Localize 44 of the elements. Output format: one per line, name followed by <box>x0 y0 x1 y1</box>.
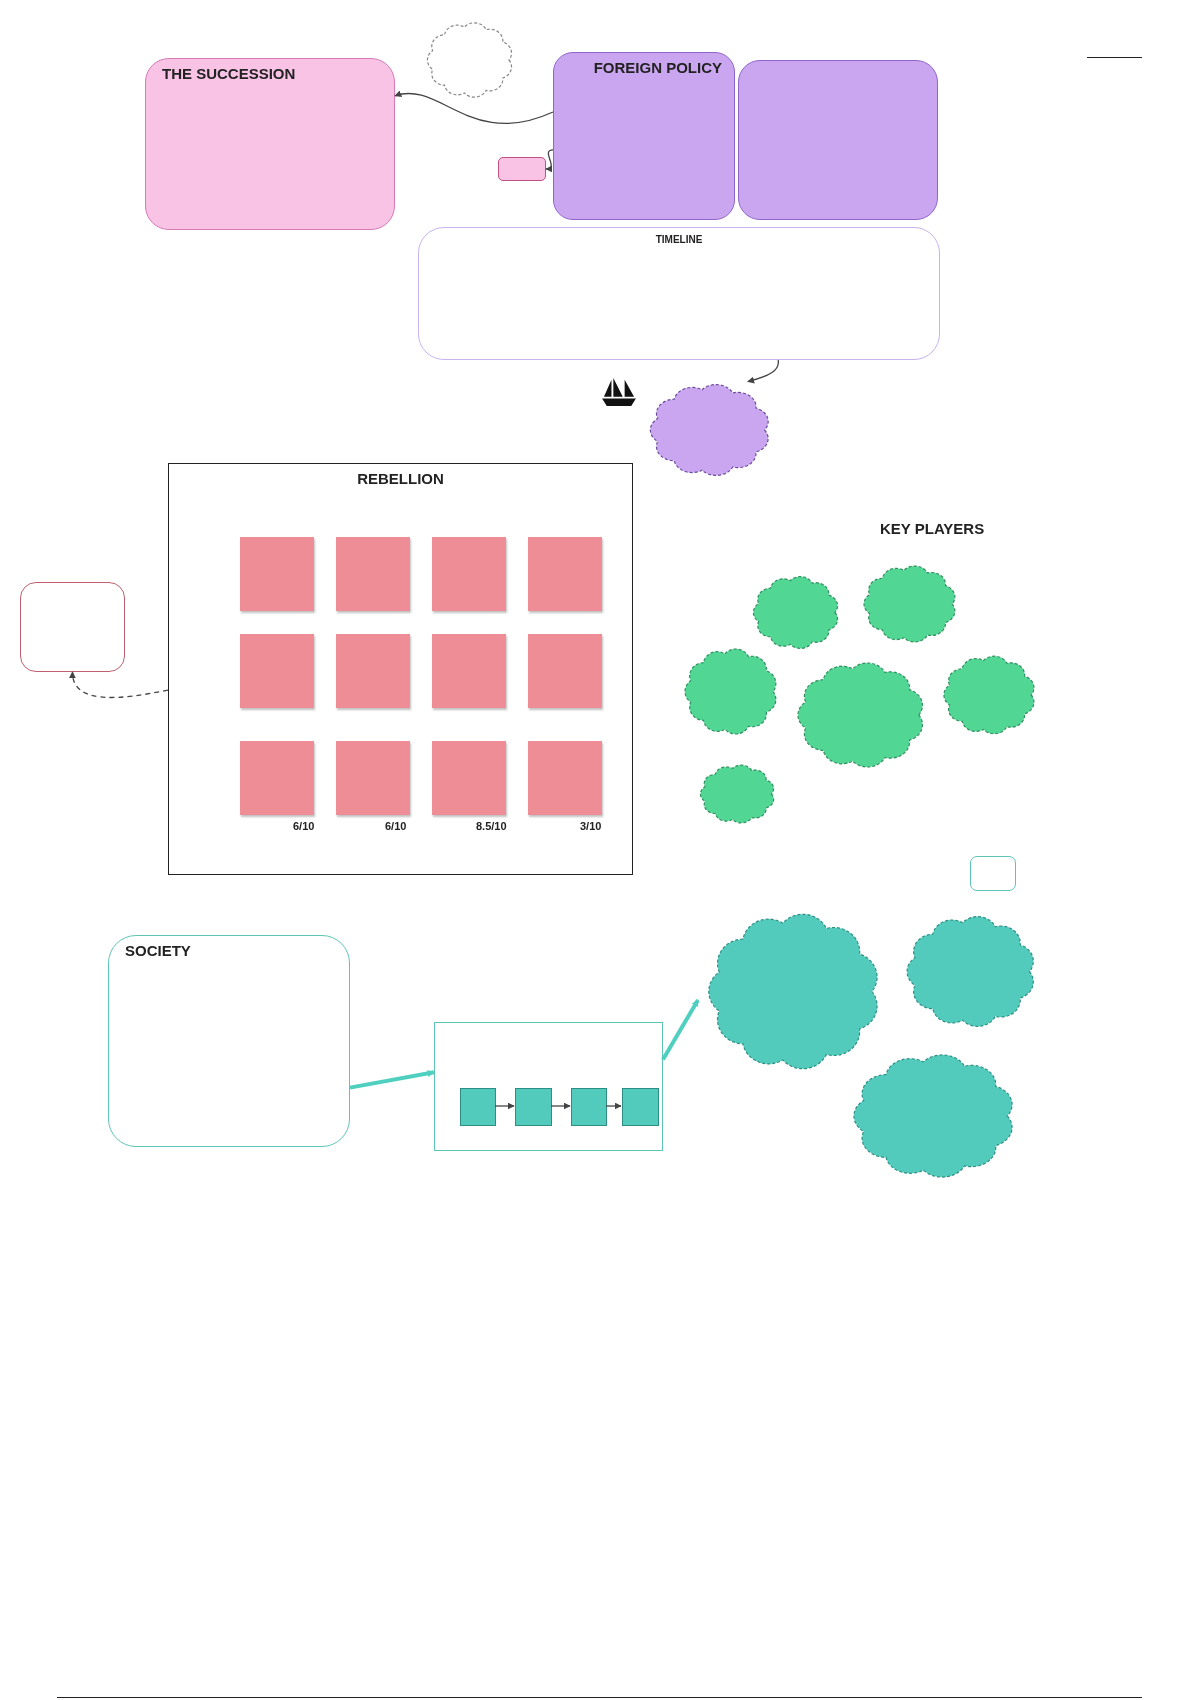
sticky-note <box>528 537 602 611</box>
sticky-note <box>432 537 506 611</box>
step-box <box>571 1088 607 1126</box>
sticky-note <box>240 634 314 708</box>
note-card <box>970 856 1016 891</box>
section-heading: THE SUCCESSION <box>162 65 296 82</box>
sticky-note <box>432 634 506 708</box>
sticky-note <box>336 634 410 708</box>
arrow <box>661 998 700 1061</box>
topic-card <box>108 935 350 1147</box>
section-heading: KEY PLAYERS <box>880 520 985 537</box>
arrow <box>349 1070 435 1090</box>
topic-card <box>145 58 395 230</box>
arrow <box>550 1102 571 1110</box>
arrow <box>394 91 554 124</box>
sticky-note <box>336 741 410 815</box>
sticky-note <box>432 741 506 815</box>
section-heading: SOCIETY <box>125 942 191 959</box>
arrow <box>747 359 780 384</box>
sticky-note <box>336 537 410 611</box>
note-card <box>498 157 546 181</box>
arrow <box>545 149 554 172</box>
section-heading: REBELLION <box>357 470 444 487</box>
section-heading: FOREIGN POLICY <box>593 59 722 76</box>
arrow <box>69 671 169 699</box>
sticky-note <box>240 537 314 611</box>
score-label: 8.5/10 <box>476 820 507 832</box>
info-card <box>738 60 938 220</box>
score-label: 6/10 <box>293 820 315 832</box>
arrow <box>605 1102 622 1110</box>
note-card <box>20 582 125 672</box>
sticky-note <box>240 741 314 815</box>
info-card <box>434 1022 663 1151</box>
arrow <box>494 1102 515 1110</box>
sticky-note <box>528 634 602 708</box>
timeline-panel <box>418 227 940 360</box>
sticky-note <box>528 741 602 815</box>
topic-card <box>553 52 735 220</box>
score-label: 6/10 <box>385 820 407 832</box>
step-box <box>622 1088 659 1126</box>
section-frame <box>168 463 633 875</box>
step-box <box>460 1088 496 1126</box>
section-heading: TIMELINE <box>655 234 703 245</box>
step-box <box>515 1088 552 1126</box>
